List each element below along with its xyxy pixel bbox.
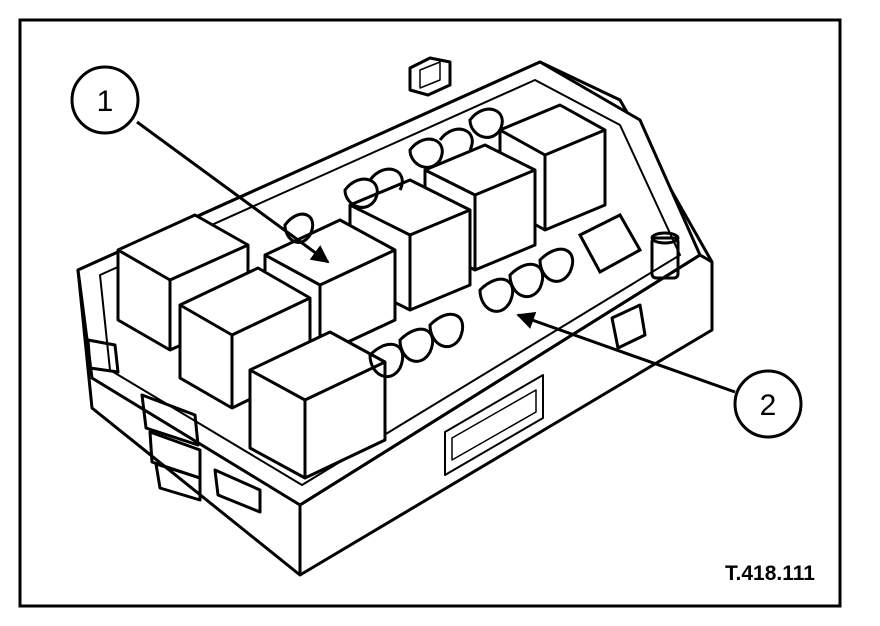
- leader-arrow: [136, 120, 330, 264]
- figure-code: T.418.111: [725, 562, 815, 585]
- callout-label: 1: [97, 85, 114, 118]
- leader-arrow: [516, 311, 736, 394]
- relays: [116, 103, 607, 480]
- callout-2: 2: [516, 311, 803, 439]
- fuse-slots: [283, 107, 643, 379]
- callout-circle: [733, 369, 803, 439]
- callout-circle: [70, 65, 140, 135]
- callout-label: 2: [760, 389, 777, 422]
- callout-1: 1: [70, 65, 330, 264]
- relay: [248, 330, 387, 480]
- figure-frame: [18, 18, 842, 608]
